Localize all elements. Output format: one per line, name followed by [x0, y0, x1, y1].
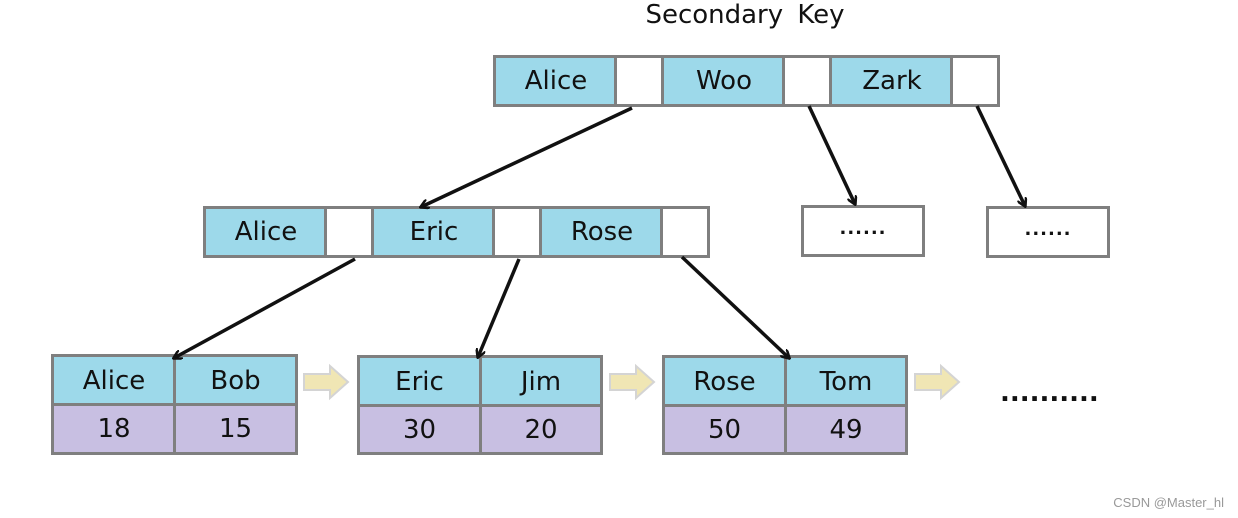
root-key-woo: Woo: [664, 58, 784, 104]
root-key-alice: Alice: [496, 58, 616, 104]
leaf2-value-20: 20: [482, 407, 600, 452]
leaf2-key-jim: Jim: [482, 358, 600, 405]
right-arrow-icon: [303, 363, 350, 401]
watermark: CSDN @Master_hl: [1113, 495, 1224, 510]
internal-key-alice: Alice: [206, 209, 326, 255]
right-arrow-icon: [609, 363, 656, 401]
leaf3-key-tom: Tom: [787, 358, 905, 405]
arrow-icon: [421, 106, 633, 207]
root-pointer-2: [784, 58, 832, 104]
leaf3-value-49: 49: [787, 407, 905, 452]
root-key-zark: Zark: [832, 58, 952, 104]
internal-key-eric: Eric: [374, 209, 494, 255]
leaf1-key-alice: Alice: [54, 357, 174, 404]
leaf2-key-eric: Eric: [360, 358, 479, 405]
placeholder-node-2: ......: [986, 206, 1110, 258]
internal-pointer-2: [494, 209, 542, 255]
arrow-icon: [478, 258, 521, 357]
placeholder-node-1: ......: [801, 205, 925, 257]
diagram-title: Secondary Key: [645, 0, 845, 30]
internal-pointer-1: [326, 209, 374, 255]
leaf3-key-rose: Rose: [665, 358, 784, 405]
leaf1-value-15: 15: [176, 406, 295, 452]
more-leaves-ellipsis: ..........: [1000, 378, 1099, 408]
leaf1-key-bob: Bob: [176, 357, 295, 404]
internal-key-rose: Rose: [542, 209, 662, 255]
leaf2-value-30: 30: [360, 407, 479, 452]
arrow-icon: [680, 255, 789, 358]
internal-pointer-3: [662, 209, 709, 255]
leaf3-value-50: 50: [665, 407, 784, 452]
root-pointer-1: [616, 58, 664, 104]
arrow-icon: [975, 105, 1025, 206]
arrow-icon: [807, 105, 855, 204]
right-arrow-icon: [914, 363, 961, 401]
root-pointer-3: [952, 58, 999, 104]
arrow-icon: [174, 257, 356, 358]
leaf1-value-18: 18: [54, 406, 174, 452]
